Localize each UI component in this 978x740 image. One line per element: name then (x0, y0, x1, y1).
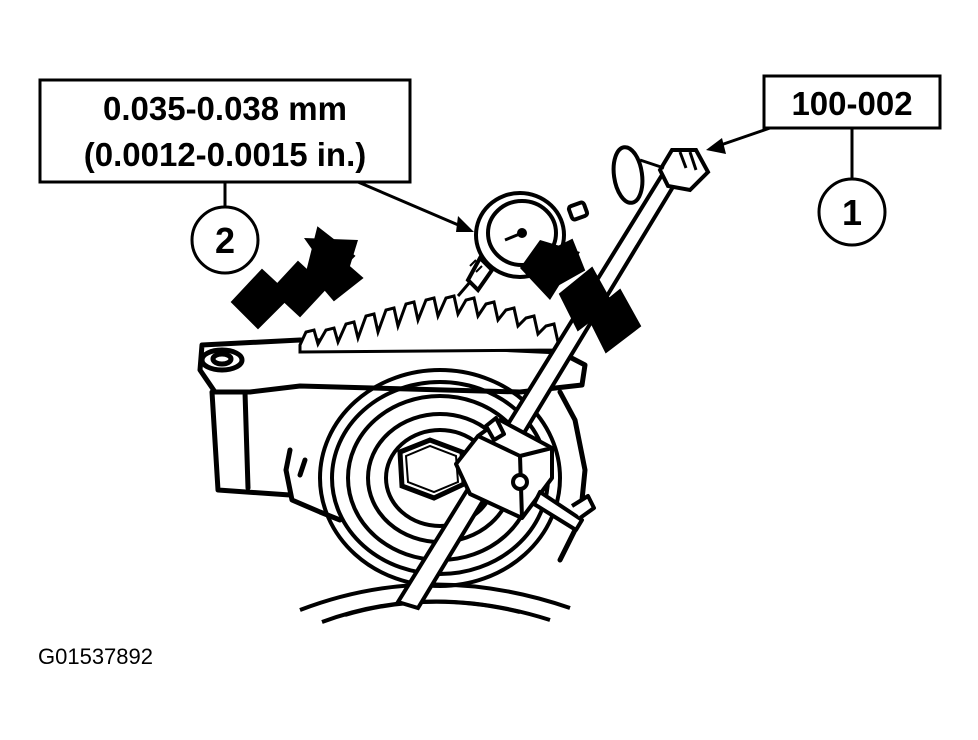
crank-bolt-hex (397, 437, 467, 501)
lower-belt-arcs (299, 582, 571, 624)
tool-number-box: 100-002 (762, 74, 942, 130)
callout-1: 1 (817, 177, 887, 247)
figure-id: G01537892 (38, 644, 153, 669)
spec-metric-text: 0.035-0.038 mm (103, 90, 347, 127)
rotation-arrow-left-head (304, 238, 358, 292)
specification-box: 0.035-0.038 mm (0.0012-0.0015 in.) (38, 78, 412, 184)
support-rod (394, 145, 711, 611)
ring-gear-teeth (298, 294, 560, 354)
callout-2: 2 (190, 205, 260, 275)
rod-clamp (454, 416, 596, 532)
rotation-arrow-right-head (520, 240, 580, 300)
spec-imperial-text: (0.0012-0.0015 in.) (84, 136, 367, 173)
callout-2-number: 2 (215, 220, 235, 261)
leader-arrowheads (456, 138, 726, 232)
callout-1-number: 1 (842, 192, 862, 233)
tool-number-text: 100-002 (791, 85, 912, 122)
leader-lines (223, 126, 854, 232)
